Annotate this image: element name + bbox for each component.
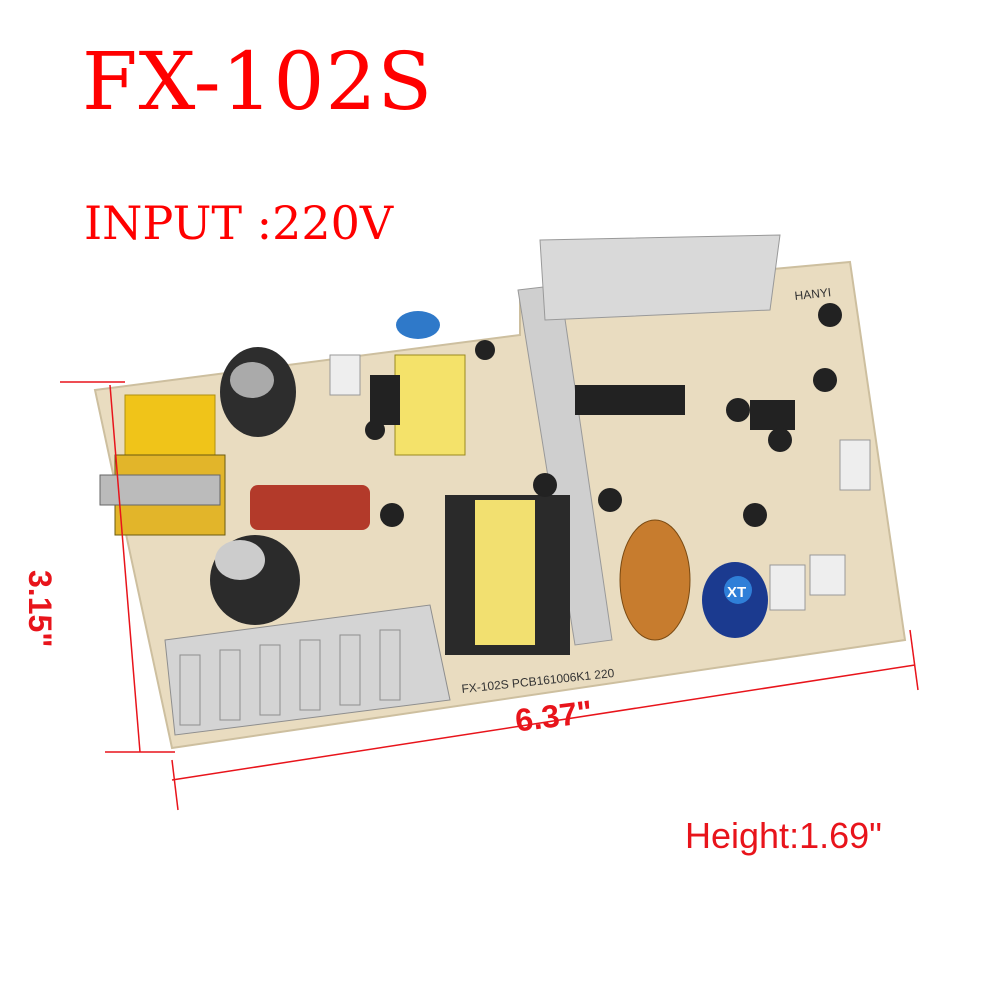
heatsink-right (517, 234, 781, 646)
capacitor-logo: XT (727, 584, 746, 601)
input-voltage-label: INPUT :220V (84, 196, 394, 250)
dimension-lines (60, 381, 919, 811)
pcb-components (99, 303, 871, 655)
height-label: Height:1.69" (685, 815, 882, 856)
model-title: FX-102S (82, 35, 434, 128)
board-brand-silkscreen: HANYI (794, 285, 832, 303)
heatsink-bottom (164, 604, 451, 736)
depth-dimension-label: 3.15" (22, 570, 58, 648)
